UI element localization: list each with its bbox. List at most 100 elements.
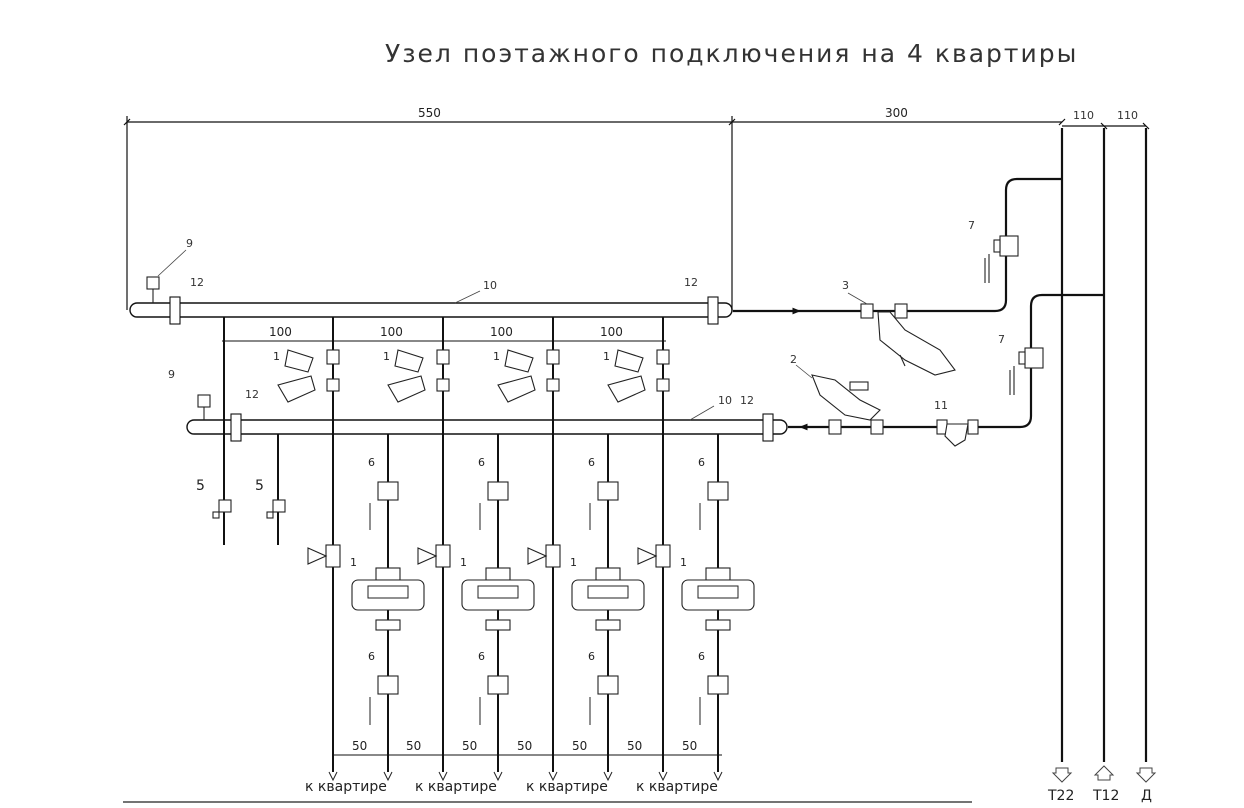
ball-valve-lower-icon-4 [707, 675, 729, 695]
callout-5-b: 5 [255, 478, 264, 494]
riser-arrows [1051, 765, 1157, 783]
air-vent-upper-icon [146, 276, 160, 303]
supply-header [129, 302, 733, 318]
outlet-label-1: к квартире [305, 779, 387, 795]
meter-bottom-icon-3 [595, 619, 621, 631]
callout-6-upper-2: 6 [478, 456, 485, 469]
strainer-icon [936, 419, 979, 447]
regulator-icon-1 [277, 375, 316, 403]
meter-top-icon-1 [375, 567, 401, 581]
balancing-valve-icon-4 [656, 349, 670, 365]
callout-6-upper-4: 6 [698, 456, 705, 469]
ball-valve-lower-icon-1 [377, 675, 399, 695]
heat-meter-display-1 [367, 585, 409, 599]
drain-valve-icon [212, 499, 286, 519]
meter-top-icon-4 [705, 567, 731, 581]
dim-header-1: 100 [269, 325, 292, 339]
dimension-300-label: 300 [885, 106, 908, 120]
callout-7-supply: 7 [968, 219, 975, 232]
outlet-arrow-return-3 [603, 771, 613, 782]
dim-header-3: 100 [490, 325, 513, 339]
meter-top-icon-3 [595, 567, 621, 581]
dim-header-2: 100 [380, 325, 403, 339]
riser-valve-return-icon [1009, 347, 1044, 395]
riser-pipes [1060, 128, 1148, 762]
dim-bottom-4: 50 [517, 739, 532, 753]
balancing-valve-icon-1 [326, 349, 340, 365]
callout-6-upper-1: 6 [368, 456, 375, 469]
callout-2: 2 [790, 353, 797, 366]
outlet-label-3: к квартире [526, 779, 608, 795]
ball-valve-lower-icon-3 [597, 675, 619, 695]
heat-meter-display-3 [587, 585, 629, 599]
regulator-icon-4 [607, 375, 646, 403]
riser-label-t22: Т22 [1047, 788, 1074, 803]
outlet-arrow-supply-3 [548, 771, 558, 782]
ball-valve-lower-icon-2 [487, 675, 509, 695]
meter-bottom-icon-1 [375, 619, 401, 631]
ball-valve-upper-icon-4 [707, 481, 729, 501]
outlet-arrow-supply-1 [328, 771, 338, 782]
callout-12-ur: 12 [684, 276, 698, 289]
actuator-icon-2 [394, 349, 424, 373]
callout-1-meter-2: 1 [460, 556, 467, 569]
outlet-arrow-return-1 [383, 771, 393, 782]
riser-valve-supply-icon [984, 235, 1019, 283]
branch-valve-handle-icon-2 [417, 547, 438, 565]
dim-bottom-6: 50 [627, 739, 642, 753]
callout-6-lower-3: 6 [588, 650, 595, 663]
check-valve-icon-2 [436, 378, 450, 392]
balancing-valve-icon-2 [436, 349, 450, 365]
dimension-300 [731, 116, 1066, 312]
actuator-icon-3 [504, 349, 534, 373]
air-vent-lower-icon [197, 394, 211, 420]
check-valve-icon-1 [326, 378, 340, 392]
branch-valve-handle-icon-1 [307, 547, 328, 565]
dim-bottom-1: 50 [352, 739, 367, 753]
callout-10-return: 10 [718, 394, 732, 407]
branch-valve-handle-icon-4 [637, 547, 658, 565]
regulator-icon-3 [497, 375, 536, 403]
outlet-label-2: к квартире [415, 779, 497, 795]
callout-1-valve-4: 1 [603, 350, 610, 363]
callout-9-upper: 9 [186, 237, 193, 250]
outlet-arrow-return-4 [713, 771, 723, 782]
branch-valve-icon-2 [435, 544, 451, 568]
actuator-icon-4 [614, 349, 644, 373]
branch-valve-icon-4 [655, 544, 671, 568]
outlet-arrow-supply-2 [438, 771, 448, 782]
outlet-label-4: к квартире [636, 779, 718, 795]
regulator-main-icon [860, 303, 956, 376]
callout-7-return: 7 [998, 333, 1005, 346]
ball-valve-upper-icon-1 [377, 481, 399, 501]
branch-valve-icon-3 [545, 544, 561, 568]
dim-bottom-3: 50 [462, 739, 477, 753]
dim-bottom-2: 50 [406, 739, 421, 753]
dim-bottom-5: 50 [572, 739, 587, 753]
riser-label-t12: Т12 [1092, 788, 1119, 803]
check-valve-icon-4 [656, 378, 670, 392]
callout-1-meter-1: 1 [350, 556, 357, 569]
callout-11: 11 [934, 399, 948, 412]
heat-meter-display-2 [477, 585, 519, 599]
callout-5-a: 5 [196, 478, 205, 494]
callout-3: 3 [842, 279, 849, 292]
callout-6-upper-3: 6 [588, 456, 595, 469]
meter-top-icon-2 [485, 567, 511, 581]
outlet-arrow-supply-4 [658, 771, 668, 782]
dimension-riser-1-label: 110 [1073, 109, 1094, 122]
callout-1-valve-2: 1 [383, 350, 390, 363]
dimension-550 [123, 116, 736, 310]
callout-10-supply: 10 [483, 279, 497, 292]
check-valve-icon-3 [546, 378, 560, 392]
callout-6-lower-4: 6 [698, 650, 705, 663]
dim-bottom-7: 50 [682, 739, 697, 753]
dimension-riser-2-label: 110 [1117, 109, 1138, 122]
balancing-valve-icon-3 [546, 349, 560, 365]
heat-meter-display-4 [697, 585, 739, 599]
callout-1-meter-3: 1 [570, 556, 577, 569]
branch-valve-icon-1 [325, 544, 341, 568]
callout-9-lower: 9 [168, 368, 175, 381]
